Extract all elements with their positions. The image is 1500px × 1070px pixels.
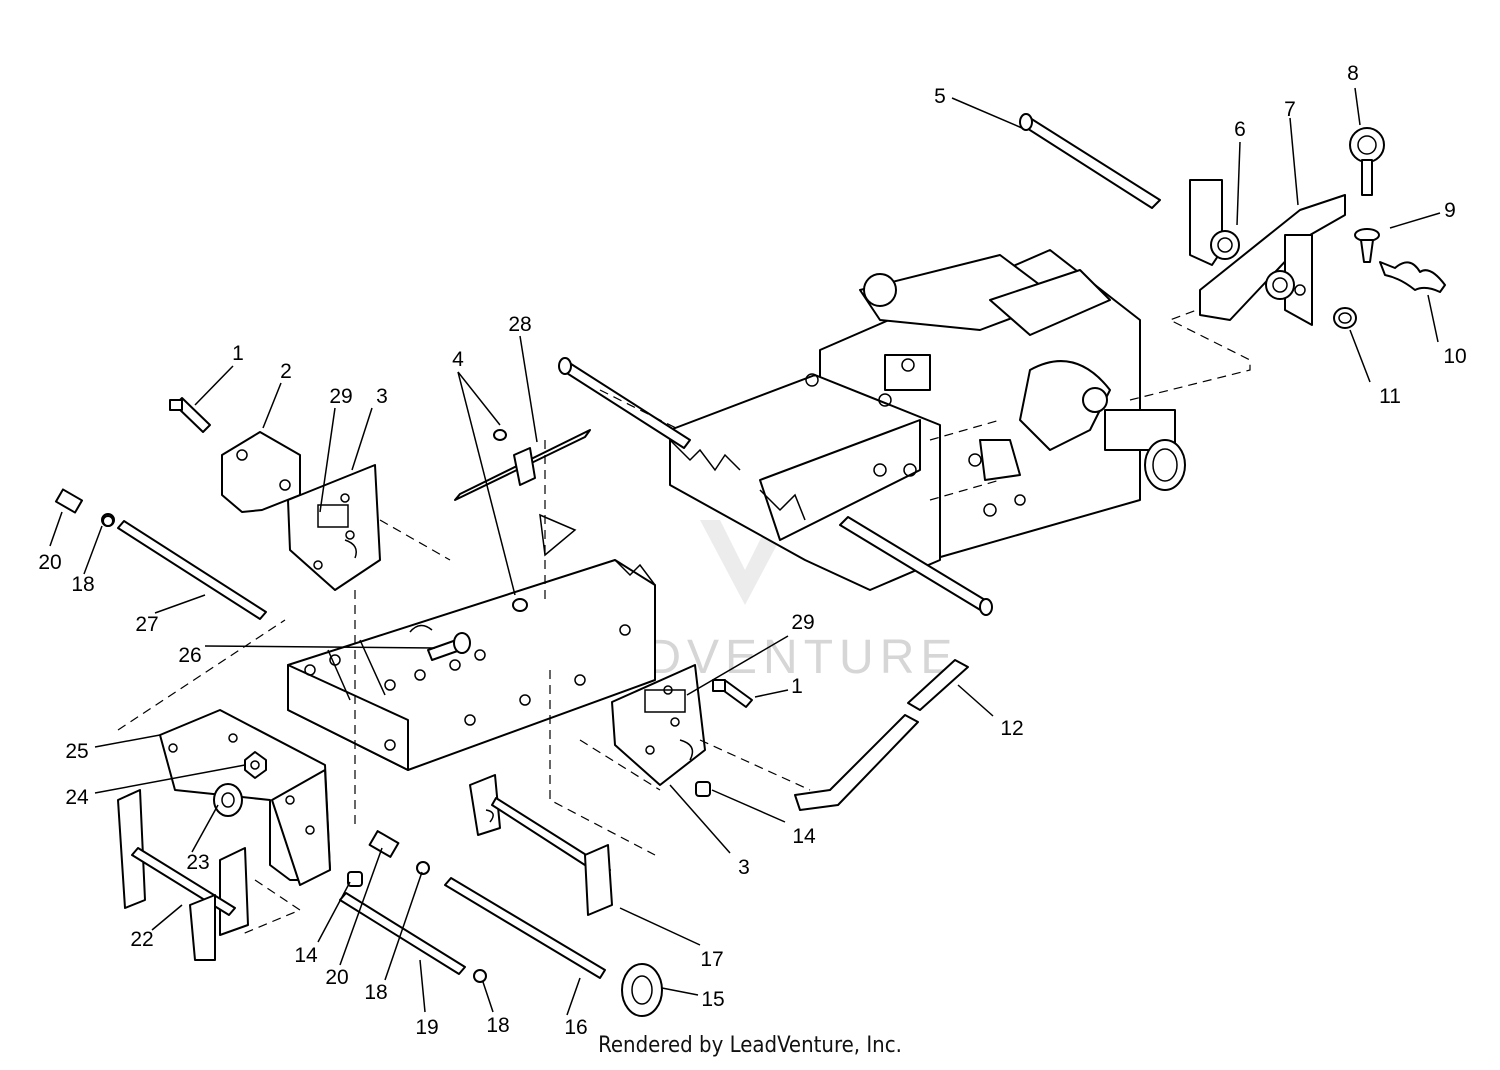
spacer-14-right — [695, 781, 711, 797]
hitch-bracket-6 — [1189, 179, 1240, 266]
callout-7: 7 — [1284, 98, 1296, 121]
hairpin-cotter-10 — [1379, 261, 1446, 293]
callout-17: 17 — [700, 948, 723, 971]
callout-14-right: 14 — [792, 825, 816, 848]
callout-27: 27 — [135, 613, 158, 636]
callout-1-upper: 1 — [232, 342, 244, 365]
washer-18-top — [102, 515, 114, 527]
washer-9 — [1354, 228, 1380, 263]
callout-4: 4 — [452, 348, 464, 371]
leader-lines — [49, 87, 1441, 1016]
rod-19 — [339, 892, 466, 975]
callout-1-lower: 1 — [791, 675, 803, 698]
callout-19: 19 — [415, 1016, 438, 1039]
callout-25: 25 — [65, 740, 88, 763]
callout-18-low: 18 — [486, 1014, 509, 1037]
callout-10: 10 — [1443, 345, 1466, 368]
callout-2: 2 — [280, 360, 292, 383]
callout-11: 11 — [1379, 385, 1401, 408]
plate-29-3-lower — [611, 664, 706, 786]
plate-29-3-upper — [287, 464, 381, 591]
callout-18-upper: 18 — [71, 573, 94, 596]
callout-3-lower: 3 — [738, 856, 750, 879]
alignment-lines — [117, 389, 811, 936]
callout-9: 9 — [1444, 199, 1456, 222]
callout-12: 12 — [1000, 717, 1023, 740]
callout-23: 23 — [186, 851, 209, 874]
callout-29-upper: 29 — [329, 385, 352, 408]
callouts: 5 6 7 8 9 10 11 28 4 1 2 29 3 20 18 27 2… — [38, 62, 1466, 1039]
callout-8: 8 — [1347, 62, 1359, 85]
callout-22: 22 — [130, 928, 153, 951]
hitch-pin-5 — [1019, 113, 1161, 209]
hitch-plate-7 — [1199, 194, 1346, 326]
spacer-14-left — [347, 871, 363, 887]
callout-15: 15 — [701, 988, 724, 1011]
wheel-15 — [621, 963, 663, 1017]
footer-credit: Rendered by LeadVenture, Inc. — [598, 1033, 902, 1058]
callout-16: 16 — [564, 1016, 587, 1039]
callout-20-lower: 20 — [325, 966, 348, 989]
rear-axle-rod — [558, 357, 993, 616]
callout-26: 26 — [178, 644, 201, 667]
washer-18-low — [473, 969, 487, 983]
transaxle-frame-assembly — [669, 249, 1251, 591]
callout-5: 5 — [934, 85, 946, 108]
axle-16 — [444, 877, 606, 979]
front-frame-channel — [287, 513, 656, 771]
callout-3-upper: 3 — [376, 385, 388, 408]
callout-20-upper: 20 — [38, 551, 61, 574]
callout-6: 6 — [1234, 118, 1246, 141]
callout-24: 24 — [65, 786, 89, 809]
carriage-bolt-26 — [427, 632, 471, 661]
roller-23 — [213, 783, 243, 817]
eye-bolt-8 — [1349, 127, 1385, 196]
lift-arm-17 — [469, 774, 613, 916]
retaining-ring-11 — [1333, 307, 1357, 329]
washer-18-mid — [416, 861, 430, 875]
lift-handle-12 — [794, 659, 969, 811]
lift-shaft-28 — [454, 429, 591, 612]
callout-14-left: 14 — [294, 944, 318, 967]
callout-18-mid: 18 — [364, 981, 387, 1004]
callout-29-lower: 29 — [791, 611, 814, 634]
spring-20-lower — [368, 830, 400, 858]
callout-28: 28 — [508, 313, 531, 336]
rod-27 — [54, 488, 267, 620]
bolt-1-upper — [169, 397, 211, 433]
nut-24 — [244, 751, 267, 779]
bracket-25-22 — [117, 709, 331, 961]
mounting-bracket-2 — [221, 431, 301, 513]
bolt-1-lower — [712, 679, 753, 708]
